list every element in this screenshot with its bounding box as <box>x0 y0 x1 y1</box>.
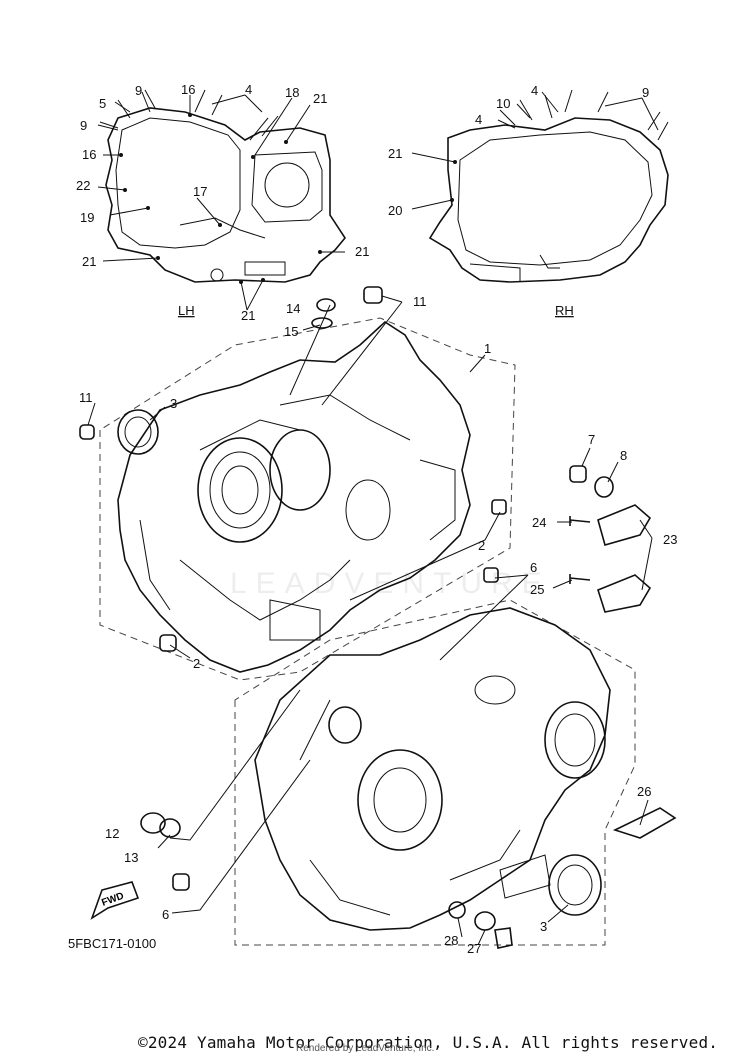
callout-13: 13 <box>124 850 138 865</box>
left-crankcase-half <box>79 286 516 681</box>
callout-1: 1 <box>484 341 491 356</box>
callout-11: 11 <box>413 294 427 309</box>
callout-9: 9 <box>80 118 87 133</box>
callout-8: 8 <box>620 448 627 463</box>
callout-24: 24 <box>532 515 546 530</box>
callout-9: 9 <box>135 83 142 98</box>
callout-27: 27 <box>467 941 481 956</box>
callout-25: 25 <box>530 582 544 597</box>
diagram-code: 5FBC171-0100 <box>68 936 157 951</box>
callout-3: 3 <box>170 396 177 411</box>
callout-17: 17 <box>193 184 207 199</box>
callout-21: 21 <box>82 254 96 269</box>
callout-11: 11 <box>79 390 93 405</box>
callout-18: 18 <box>285 85 299 100</box>
callout-2: 2 <box>193 656 200 671</box>
callout-16: 16 <box>181 82 195 97</box>
callout-26: 26 <box>637 784 651 799</box>
callout-22: 22 <box>76 178 90 193</box>
rh-gasket-view <box>411 89 669 283</box>
callout-2: 2 <box>478 538 485 553</box>
callout-28: 28 <box>444 933 458 948</box>
callout-12: 12 <box>105 826 119 841</box>
callout-labels: 1 2 2 3 3 4 4 4 5 6 6 7 8 9 9 9 10 11 11… <box>76 82 677 956</box>
watermark-logo: LEADVENTURE <box>230 567 551 600</box>
rendered-by-watermark: Rendered by LeadVenture, Inc. <box>296 1043 435 1054</box>
leader-lines <box>87 295 653 946</box>
copyright-notice: ©2024 Yamaha Motor Corporation, U.S.A. A… <box>138 1033 719 1052</box>
callout-14: 14 <box>286 301 300 316</box>
callout-16: 16 <box>82 147 96 162</box>
callout-6: 6 <box>162 907 169 922</box>
callout-21: 21 <box>355 244 369 259</box>
lh-gasket-view <box>97 89 346 311</box>
callout-9: 9 <box>642 85 649 100</box>
callout-21: 21 <box>313 91 327 106</box>
callout-6: 6 <box>530 560 537 575</box>
callout-15: 15 <box>284 324 298 339</box>
callout-4: 4 <box>531 83 538 98</box>
rh-label: RH <box>555 303 574 318</box>
right-crankcase-half <box>90 465 677 949</box>
callout-4: 4 <box>245 82 252 97</box>
lh-label: LH <box>178 303 195 318</box>
callout-3: 3 <box>540 919 547 934</box>
callout-7: 7 <box>588 432 595 447</box>
callout-20: 20 <box>388 203 402 218</box>
callout-21: 21 <box>241 308 255 323</box>
callout-21: 21 <box>388 146 402 161</box>
callout-5: 5 <box>99 96 106 111</box>
callout-4: 4 <box>475 112 482 127</box>
callout-10: 10 <box>496 96 510 111</box>
callout-23: 23 <box>663 532 677 547</box>
callout-19: 19 <box>80 210 94 225</box>
